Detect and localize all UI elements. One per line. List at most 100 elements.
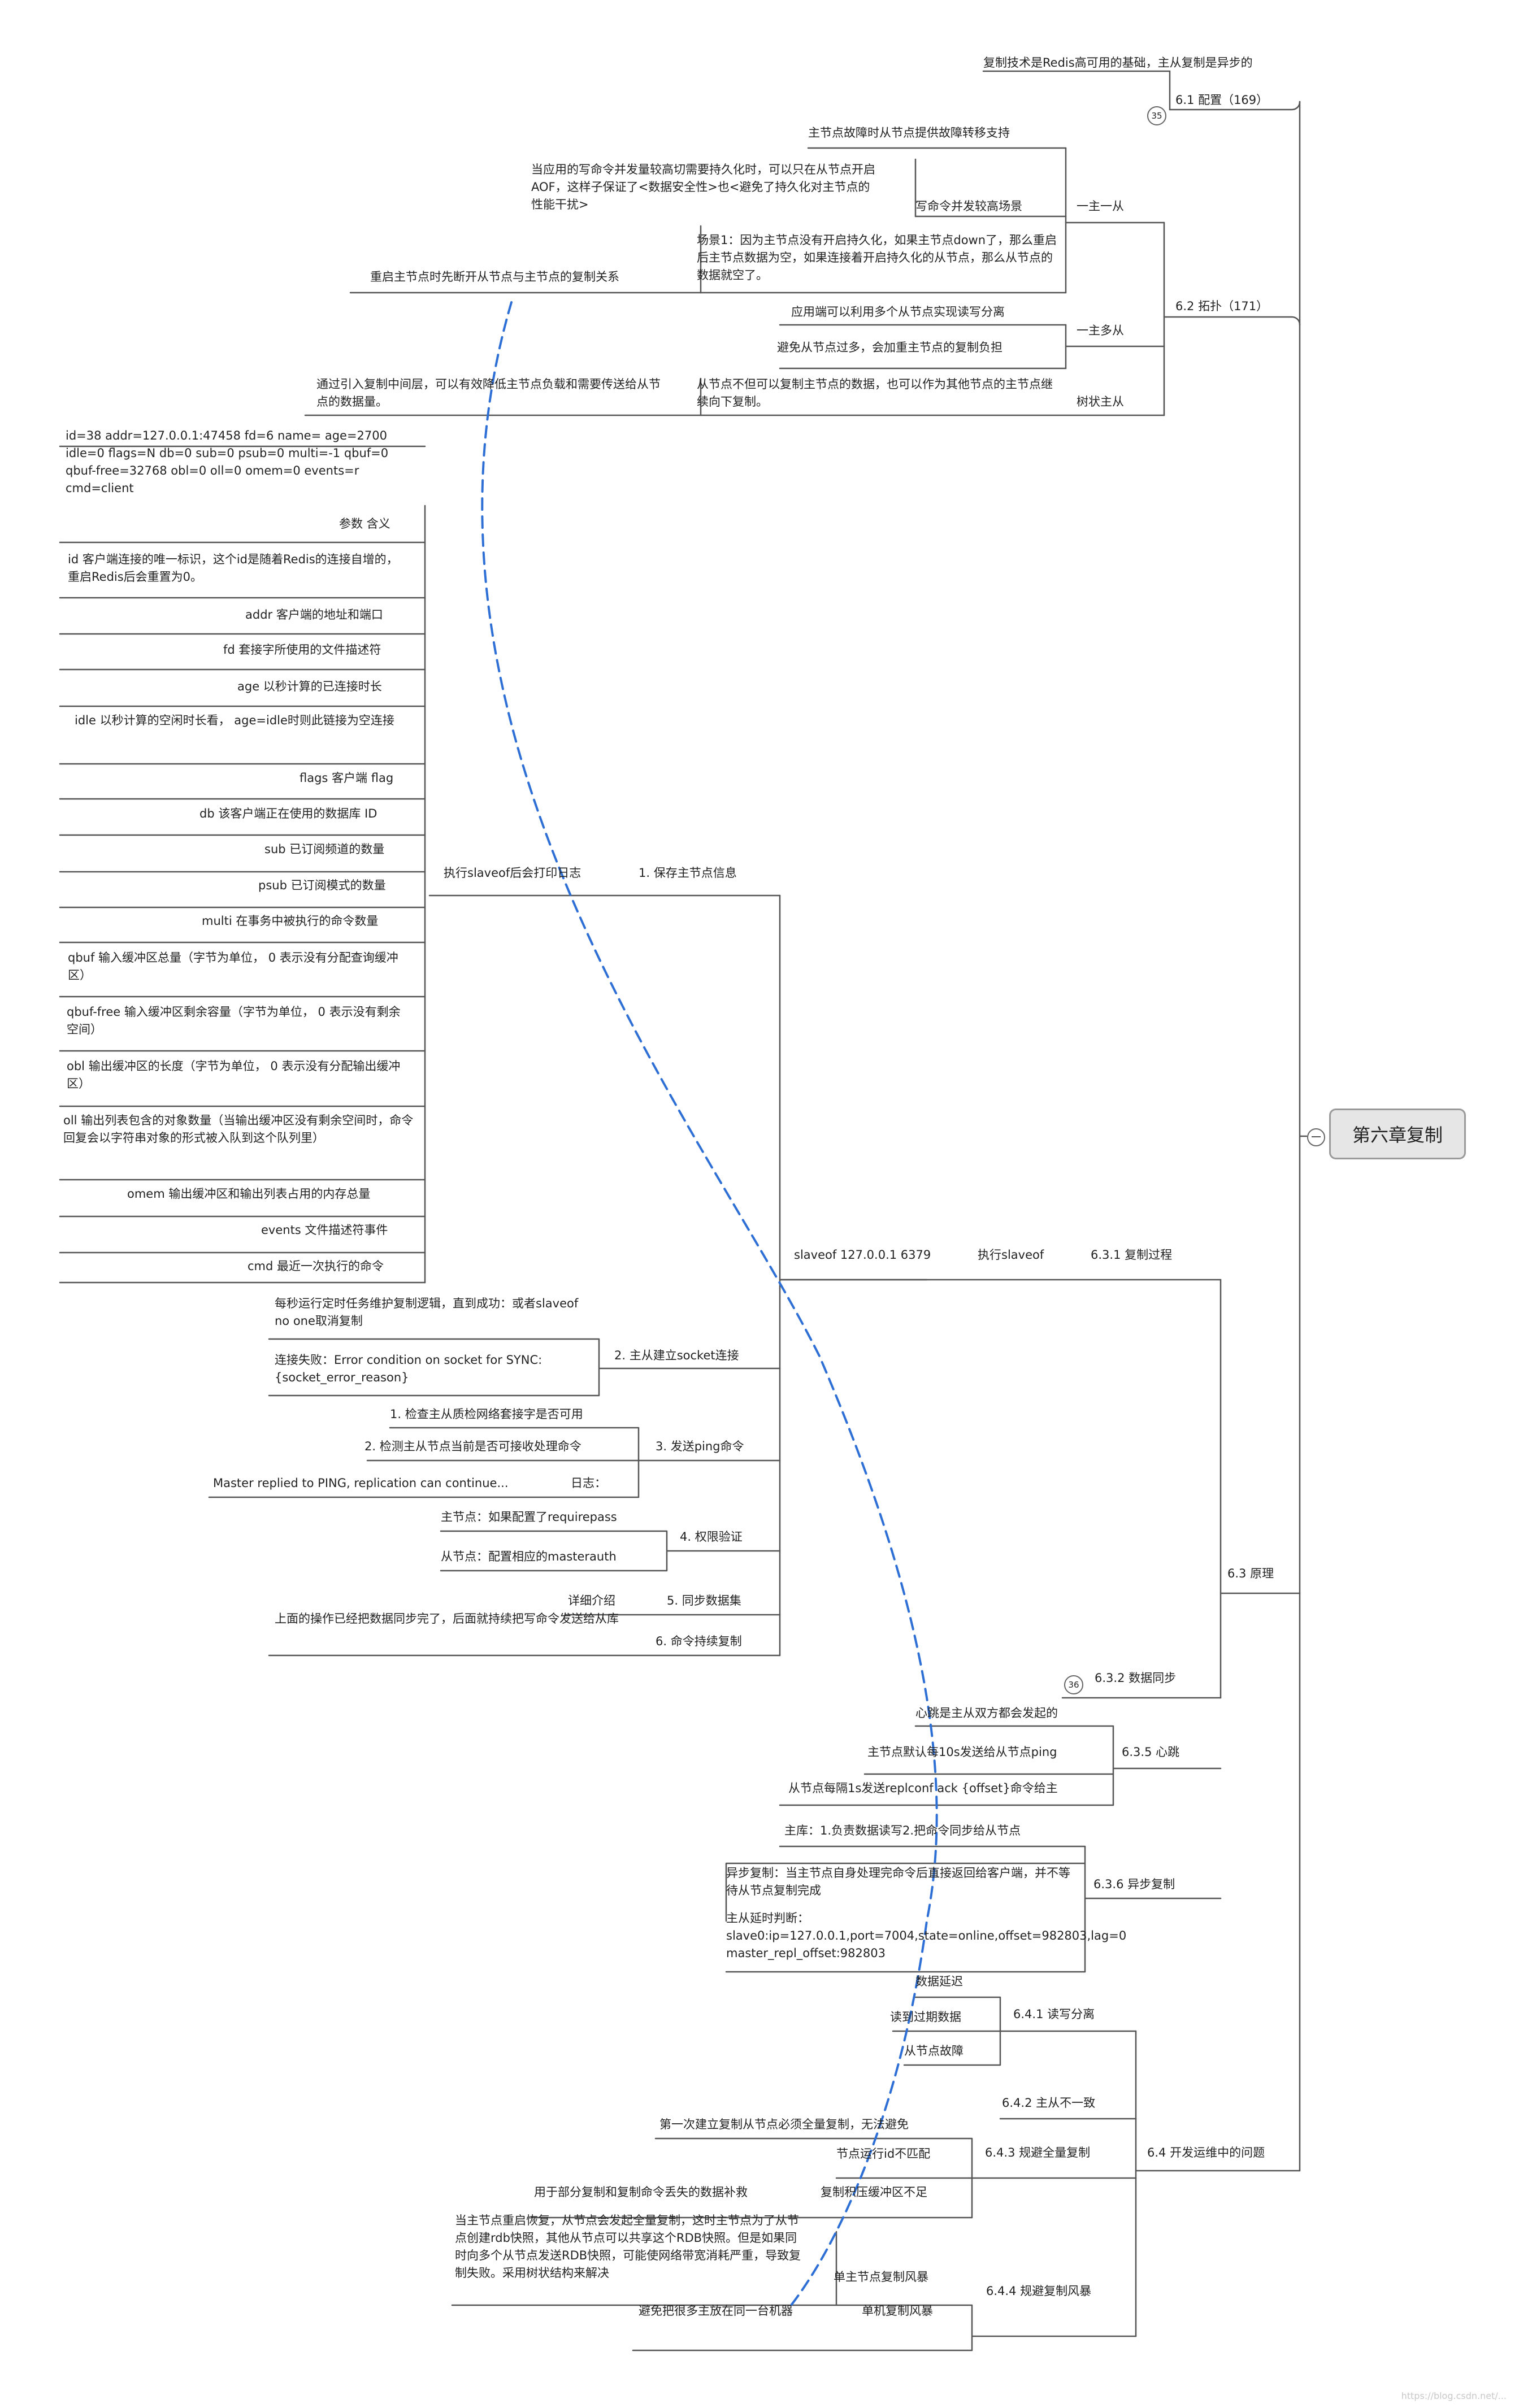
s636-a: 主库：1.负责数据读写2.把命令同步给从节点 — [784, 1824, 1021, 1837]
tree-benefit: 通过引入复制中间层，可以有效降低主节点负载和需要传送给从节点的数据量。 — [316, 377, 661, 408]
collapse-button[interactable] — [1307, 1128, 1325, 1146]
tree-desc: 从节点不但可以复制主节点的数据，也可以作为其他节点的主节点继续向下复制。 — [697, 377, 1053, 408]
avoid-too-many: 避免从节点过多，会加重主节点的复制负担 — [777, 341, 1002, 354]
restart-tip: 重启主节点时先断开从节点与主节点的复制关系 — [370, 270, 619, 284]
step4 — [440, 1530, 781, 1572]
center-title: 第六章复制 — [1352, 1124, 1443, 1146]
s641-item: 数据延迟 — [915, 1975, 963, 1988]
read-write-split: 应用端可以利用多个从节点实现读写分离 — [791, 305, 1005, 319]
step3 — [208, 1427, 781, 1498]
step2-b: 连接失败：Error condition on socket for SYNC:… — [275, 1353, 542, 1384]
step3-b: 2. 检测主从节点当前是否可接收处理命令 — [364, 1440, 581, 1453]
exec-slaveof: 执行slaveof — [978, 1248, 1044, 1262]
center-node[interactable]: 第六章复制 — [1329, 1109, 1466, 1159]
branch-6-1-note — [982, 70, 1171, 111]
s63-label[interactable]: 6.3 原理 — [1227, 1567, 1274, 1580]
failover-text: 主节点故障时从节点提供故障转移支持 — [808, 126, 1010, 140]
params-rows — [59, 445, 426, 1284]
s632-label[interactable]: 6.3.2 数据同步 — [1095, 1671, 1177, 1685]
param-row: cmd 最近一次执行的命令 — [248, 1259, 384, 1273]
param-row: id 客户端连接的唯一标识，这个id是随着Redis的连接自增的，重启Redis… — [68, 553, 398, 584]
s643-backlog-desc: 用于部分复制和复制命令丢失的数据补救 — [534, 2185, 748, 2199]
s62-label[interactable]: 6.2 拓扑（171） — [1175, 299, 1269, 313]
step3-log-text: Master replied to PING, replication can … — [213, 1476, 509, 1490]
s643 — [530, 2137, 1137, 2219]
watermark: https://blog.csdn.net/... — [1401, 2390, 1507, 2401]
s636-label[interactable]: 6.3.6 异步复制 — [1093, 1877, 1175, 1891]
step1-log: 执行slaveof后会打印日志 — [444, 866, 581, 880]
param-row: qbuf-free 输入缓冲区剩余容量（字节为单位， 0 表示没有剩余空间） — [67, 1005, 401, 1036]
s632-badge[interactable]: 36 — [1064, 1675, 1083, 1694]
s641-item: 从节点故障 — [904, 2044, 964, 2058]
param-row: oll 输出列表包含的对象数量（当输出缓冲区没有剩余空间时，命令回复会以字符串对… — [63, 1114, 414, 1145]
s641 — [892, 1996, 1137, 2066]
param-row: omem 输出缓冲区和输出列表占用的内存总量 — [127, 1187, 371, 1201]
s636-c: 主从延时判断：slave0:ip=127.0.0.1,port=7004,sta… — [726, 1911, 1127, 1960]
slaveof-cmd: slaveof 127.0.0.1 6379 — [794, 1248, 931, 1262]
branch-6-1 — [1169, 101, 1301, 111]
s641-item: 读到过期数据 — [890, 2010, 961, 2024]
step4-b: 从节点：配置相应的masterauth — [441, 1550, 617, 1563]
client-info: id=38 addr=127.0.0.1:47458 fd=6 name= ag… — [66, 429, 389, 495]
s644 — [451, 2231, 1137, 2352]
s636-b: 异步复制：当主节点自身处理完命令后直接返回给客户端，并不等待从节点复制完成 — [726, 1866, 1070, 1897]
step1-label[interactable]: 1. 保存主节点信息 — [639, 866, 737, 880]
aof-note: 当应用的写命令并发量较高切需要持久化时，可以只在从节点开启AOF，这样子保证了<… — [531, 163, 875, 211]
s644-single-machine-desc: 避免把很多主放在同一台机器 — [639, 2304, 793, 2318]
aof-box — [700, 158, 917, 294]
step6-a: 上面的操作已经把数据同步完了，后面就持续把写命令发送给从库 — [275, 1612, 619, 1625]
s644-label[interactable]: 6.4.4 规避复制风暴 — [986, 2284, 1092, 2298]
step6-label[interactable]: 6. 命令持续复制 — [656, 1635, 742, 1648]
s643-first: 第一次建立复制从节点必须全量复制，无法避免 — [659, 2118, 909, 2131]
step4-label[interactable]: 4. 权限验证 — [680, 1530, 743, 1544]
param-row: fd 套接字所使用的文件描述符 — [223, 643, 381, 657]
param-row: db 该客户端正在使用的数据库 ID — [199, 807, 377, 820]
s643-runid: 节点运行id不匹配 — [836, 2147, 931, 2161]
param-row: multi 在事务中被执行的命令数量 — [202, 914, 379, 928]
s64-label[interactable]: 6.4 开发运维中的问题 — [1147, 2146, 1265, 2159]
scenario1-note: 场景1：因为主节点没有开启持久化，如果主节点down了，那么重启后主节点数据为空… — [697, 233, 1057, 282]
step5-label[interactable]: 5. 同步数据集 — [667, 1594, 741, 1607]
s61-badge[interactable]: 35 — [1147, 106, 1166, 125]
s635-b: 主节点默认每10s发送给从节点ping — [867, 1745, 1057, 1759]
param-row: flags 客户端 flag — [300, 771, 394, 785]
s643-backlog: 复制积压缓冲区不足 — [821, 2185, 927, 2199]
step2-label[interactable]: 2. 主从建立socket连接 — [614, 1349, 739, 1362]
tree-label[interactable]: 树状主从 — [1077, 395, 1124, 408]
s635-c: 从节点每隔1s发送replconf ack {offset}命令给主 — [788, 1781, 1058, 1795]
param-row: psub 已订阅模式的数量 — [258, 879, 386, 892]
s643-label[interactable]: 6.4.3 规避全量复制 — [985, 2146, 1091, 2159]
step2 — [268, 1338, 781, 1397]
spine-main — [1299, 101, 1308, 2172]
relation-curve — [481, 301, 938, 2306]
s61-note: 复制技术是Redis高可用的基础，主从复制是异步的 — [983, 56, 1253, 69]
tree-benefit — [304, 377, 702, 416]
s644-single-master-desc: 当主节点重启恢复，从节点会发起全量复制，这时主节点为了从节点创建rdb快照，其他… — [455, 2214, 801, 2280]
s61-label[interactable]: 6.1 配置（169） — [1175, 93, 1269, 107]
step5-a: 详细介绍 — [568, 1594, 615, 1607]
s635-a: 心跳是主从双方都会发起的 — [915, 1706, 1058, 1720]
param-row: obl 输出缓冲区的长度（字节为单位， 0 表示没有分配输出缓冲区） — [67, 1059, 401, 1090]
param-row: addr 客户端的地址和端口 — [245, 608, 383, 621]
s641-label[interactable]: 6.4.1 读写分离 — [1013, 2007, 1095, 2021]
param-row: idle 以秒计算的空闲时长看， age=idle时则此链接为空连接 — [75, 714, 394, 727]
s644-single-master: 单主节点复制风暴 — [834, 2270, 928, 2284]
step3-log: 日志： — [571, 1476, 606, 1490]
param-row: events 文件描述符事件 — [261, 1223, 388, 1237]
param-row: age 以秒计算的已连接时长 — [237, 680, 382, 693]
s642-label[interactable]: 6.4.2 主从不一致 — [1002, 2096, 1096, 2110]
s644-single-machine: 单机复制风暴 — [862, 2304, 933, 2318]
param-row: 参数 含义 — [339, 517, 390, 531]
param-row: qbuf 输入缓冲区总量（字节为单位， 0 表示没有分配查询缓冲区） — [68, 951, 398, 982]
param-row: sub 已订阅频道的数量 — [264, 842, 385, 856]
write-heavy-text: 写命令并发较高场景 — [915, 199, 1022, 213]
s635-label[interactable]: 6.3.5 心跳 — [1122, 1745, 1180, 1759]
step3-label[interactable]: 3. 发送ping命令 — [656, 1440, 744, 1453]
step2-a: 每秒运行定时任务维护复制逻辑，直到成功：或者slaveof no one取消复制 — [275, 1297, 579, 1328]
step3-a: 1. 检查主从质检网络套接字是否可用 — [390, 1407, 583, 1421]
step4-a: 主节点：如果配置了requirepass — [441, 1510, 617, 1524]
one-many-label[interactable]: 一主多从 — [1077, 324, 1124, 337]
one-one-label[interactable]: 一主一从 — [1077, 199, 1124, 213]
s631-label[interactable]: 6.3.1 复制过程 — [1091, 1248, 1173, 1262]
